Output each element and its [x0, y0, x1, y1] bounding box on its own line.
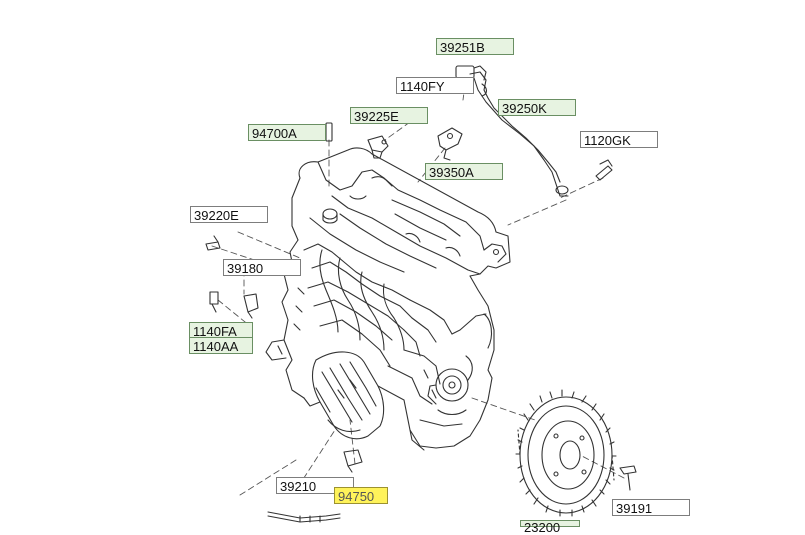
part-label-1140FA[interactable]: 1140FA	[189, 322, 253, 339]
dowel-94700A	[325, 122, 333, 142]
oxygen-sensor-39210	[267, 511, 341, 523]
part-label-1120GK[interactable]: 1120GK	[580, 131, 658, 148]
part-label-94700A[interactable]: 94700A	[248, 124, 326, 141]
sensor-39225E	[367, 135, 389, 159]
part-label-1140AA[interactable]: 1140AA	[189, 337, 253, 354]
part-label-39350A[interactable]: 39350A	[425, 163, 503, 180]
part-label-1140FY[interactable]: 1140FY	[396, 77, 474, 94]
part-label-39220E[interactable]: 39220E	[190, 206, 268, 223]
ring-gear-23200	[515, 389, 617, 517]
sensor-39180	[243, 293, 259, 319]
part-label-39180[interactable]: 39180	[223, 259, 301, 276]
sensor-94750	[343, 449, 363, 473]
part-label-94750[interactable]: 94750	[334, 487, 388, 504]
part-label-39250K[interactable]: 39250K	[498, 99, 576, 116]
part-label-39225E[interactable]: 39225E	[350, 107, 428, 124]
leader-lines	[211, 84, 625, 496]
sensor-39350A	[437, 127, 463, 161]
bolt-1120GK	[595, 159, 613, 181]
part-label-39251B[interactable]: 39251B	[436, 38, 514, 55]
part-label-39191[interactable]: 39191	[612, 499, 690, 516]
engine-block	[265, 147, 511, 451]
bolt-39220E	[205, 235, 221, 251]
bolt-1140FA	[209, 291, 219, 313]
bolt-39191	[619, 465, 637, 491]
part-label-23200[interactable]: 23200	[520, 520, 580, 535]
